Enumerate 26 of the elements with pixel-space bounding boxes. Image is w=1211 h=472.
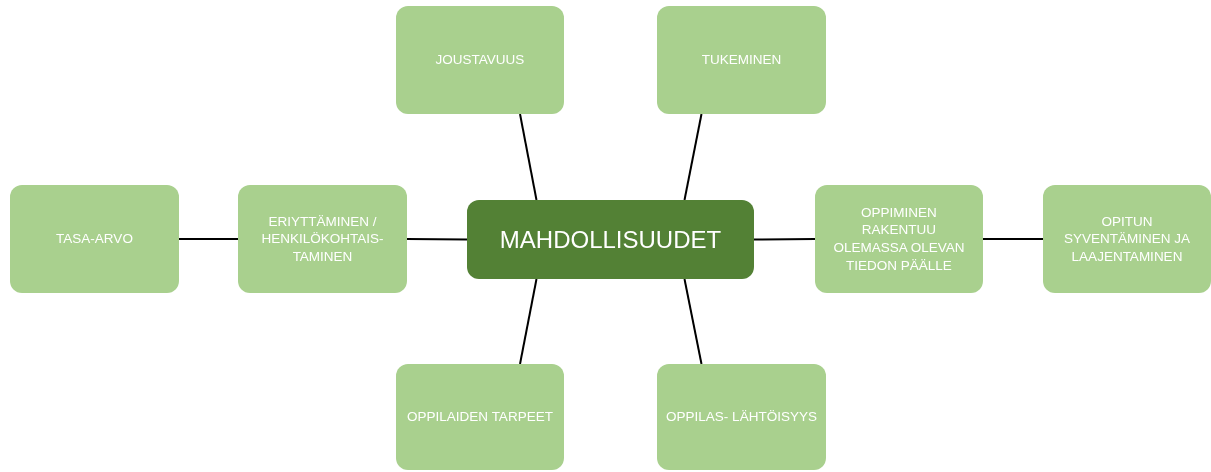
central-box xyxy=(467,200,754,279)
box-label: OPITUN SYVENTÄMINEN JA LAAJENTAMINEN xyxy=(1063,212,1191,266)
box-label: OPPILAIDEN TARPEET xyxy=(407,408,553,426)
box-label: MAHDOLLISUUDET xyxy=(499,224,722,255)
box-label: OPPIMINEN RAKENTUU OLEMASSA OLEVAN TIEDON PÄÄLLE xyxy=(832,203,966,275)
connector-line xyxy=(982,238,1044,240)
connector-line xyxy=(519,278,538,365)
connector-line xyxy=(683,278,703,365)
connector-line xyxy=(406,238,468,241)
box-label: JOUSTAVUUS xyxy=(435,51,525,69)
topic-box xyxy=(396,6,564,114)
topic-box xyxy=(238,185,407,293)
topic-box xyxy=(396,364,564,470)
topic-box xyxy=(1043,185,1211,293)
topic-box xyxy=(657,364,826,470)
box-label: ERIYTTÄMINEN / HENKILÖKOHTAIS- TAMINEN xyxy=(260,212,385,266)
connector-line xyxy=(519,113,538,201)
topic-box xyxy=(10,185,179,293)
topic-box xyxy=(815,185,983,293)
connector-line xyxy=(178,238,239,240)
box-label: OPPILAS- LÄHTÖISYYS xyxy=(666,408,817,426)
connector-line xyxy=(683,113,703,201)
topic-box xyxy=(657,6,826,114)
connector-line xyxy=(753,238,816,241)
box-label: TUKEMINEN xyxy=(701,51,782,69)
box-label: TASA-ARVO xyxy=(56,230,133,248)
